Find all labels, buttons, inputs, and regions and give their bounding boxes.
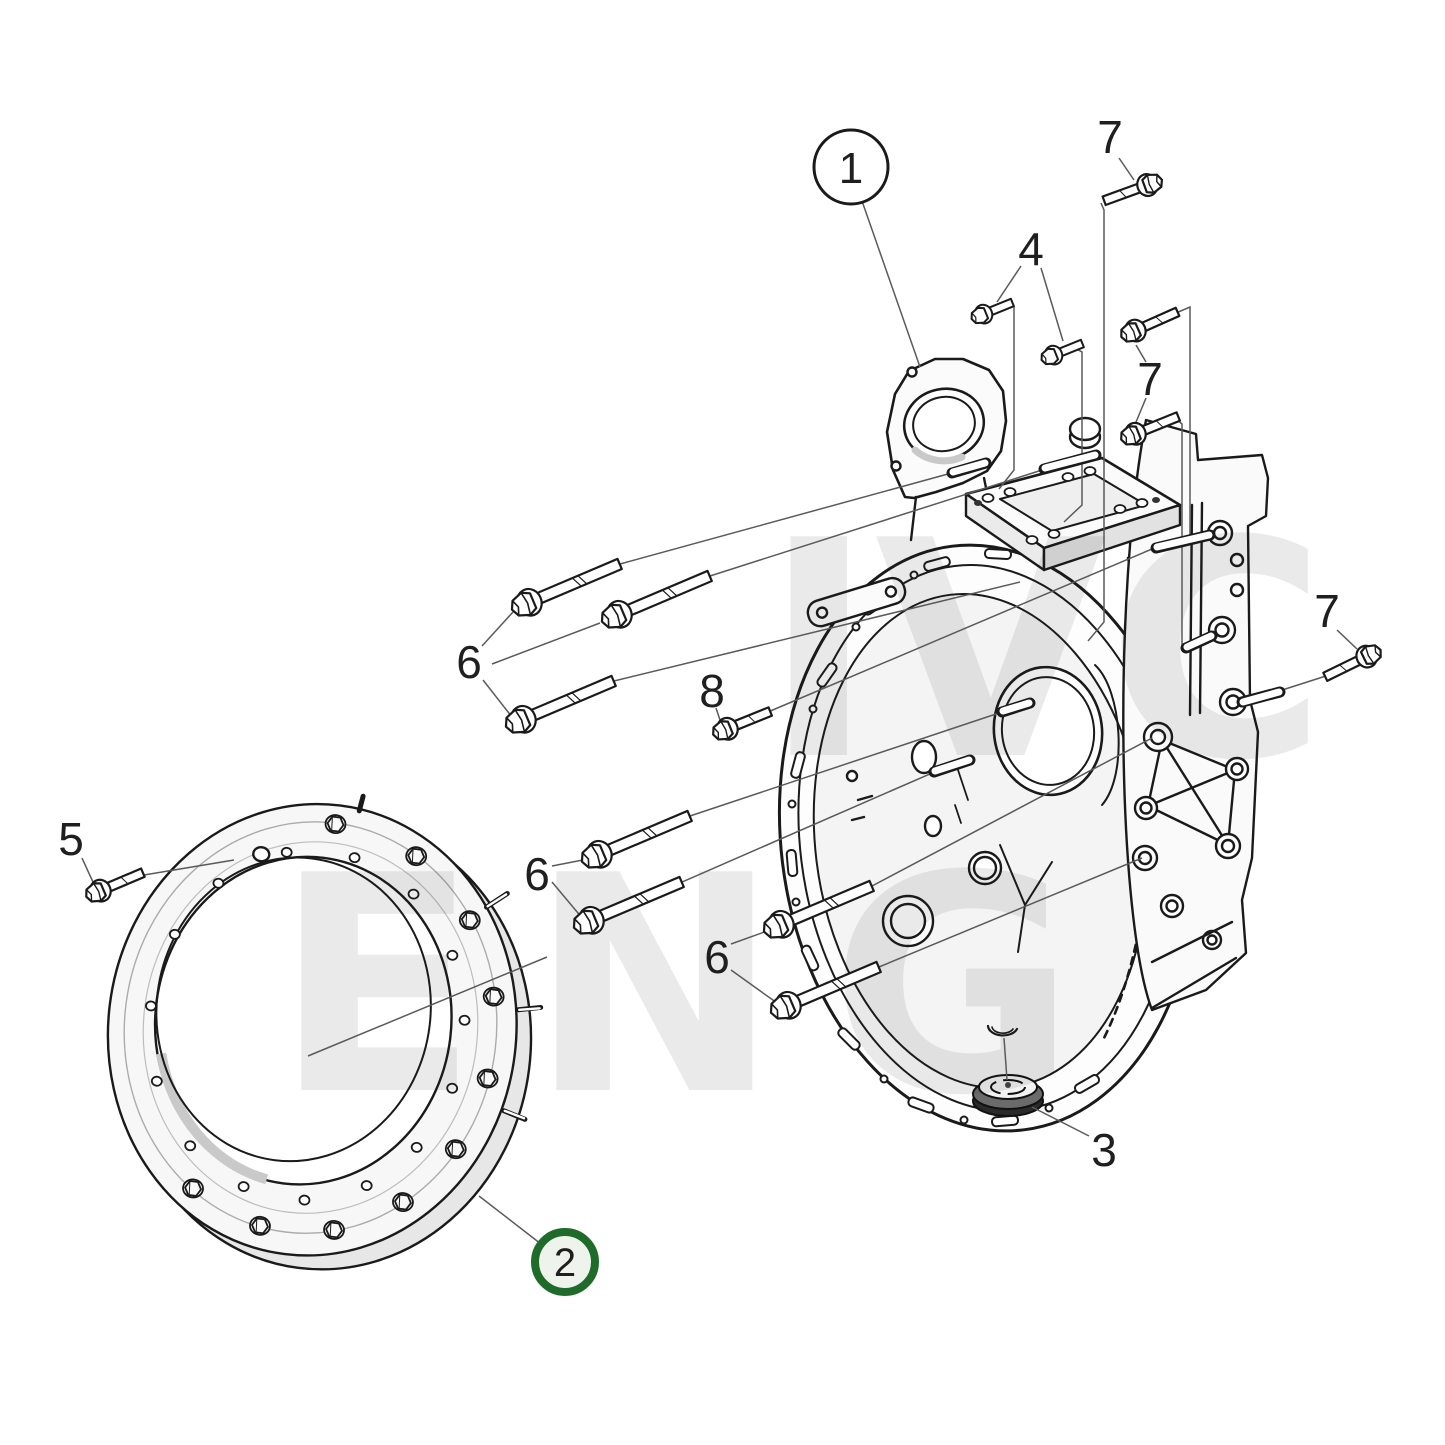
part-label: 5 (58, 813, 84, 865)
svg-text:2: 2 (554, 1241, 576, 1285)
part-label: 6 (524, 848, 550, 900)
adapter-ring-part (106, 793, 544, 1271)
circled-callout-2-highlighted: 2 (531, 1228, 599, 1296)
part-label: 6 (704, 931, 730, 983)
leader-studs (928, 449, 1286, 778)
svg-text:IVC: IVC (763, 477, 1327, 826)
housing-interior (806, 556, 1155, 1040)
part-label: 4 (1018, 223, 1044, 275)
part-label: 7 (1137, 353, 1163, 405)
part-label: 7 (1097, 111, 1123, 163)
ring-bolt-holes (145, 846, 471, 1206)
watermark: IVC ENG (274, 477, 1327, 1161)
flywheel-housing-part (777, 357, 1270, 1133)
part-labels: 7 4 7 7 6 8 6 6 5 3 (58, 111, 1340, 1176)
part-label: 3 (1091, 1124, 1117, 1176)
drain-plug-part (972, 1074, 1044, 1117)
housing-right-block (1068, 416, 1270, 1012)
ring-notch (252, 846, 271, 863)
housing-top-pad (964, 456, 1182, 572)
circled-callout-1: 1 (812, 128, 890, 206)
part-label: 6 (456, 636, 482, 688)
rim-slots (785, 548, 1101, 1128)
part-label: 7 (1314, 585, 1340, 637)
leader-lines (81, 157, 1358, 1245)
part-label: 8 (699, 665, 725, 717)
svg-text:1: 1 (839, 144, 863, 193)
svg-text:ENG: ENG (274, 812, 1126, 1161)
